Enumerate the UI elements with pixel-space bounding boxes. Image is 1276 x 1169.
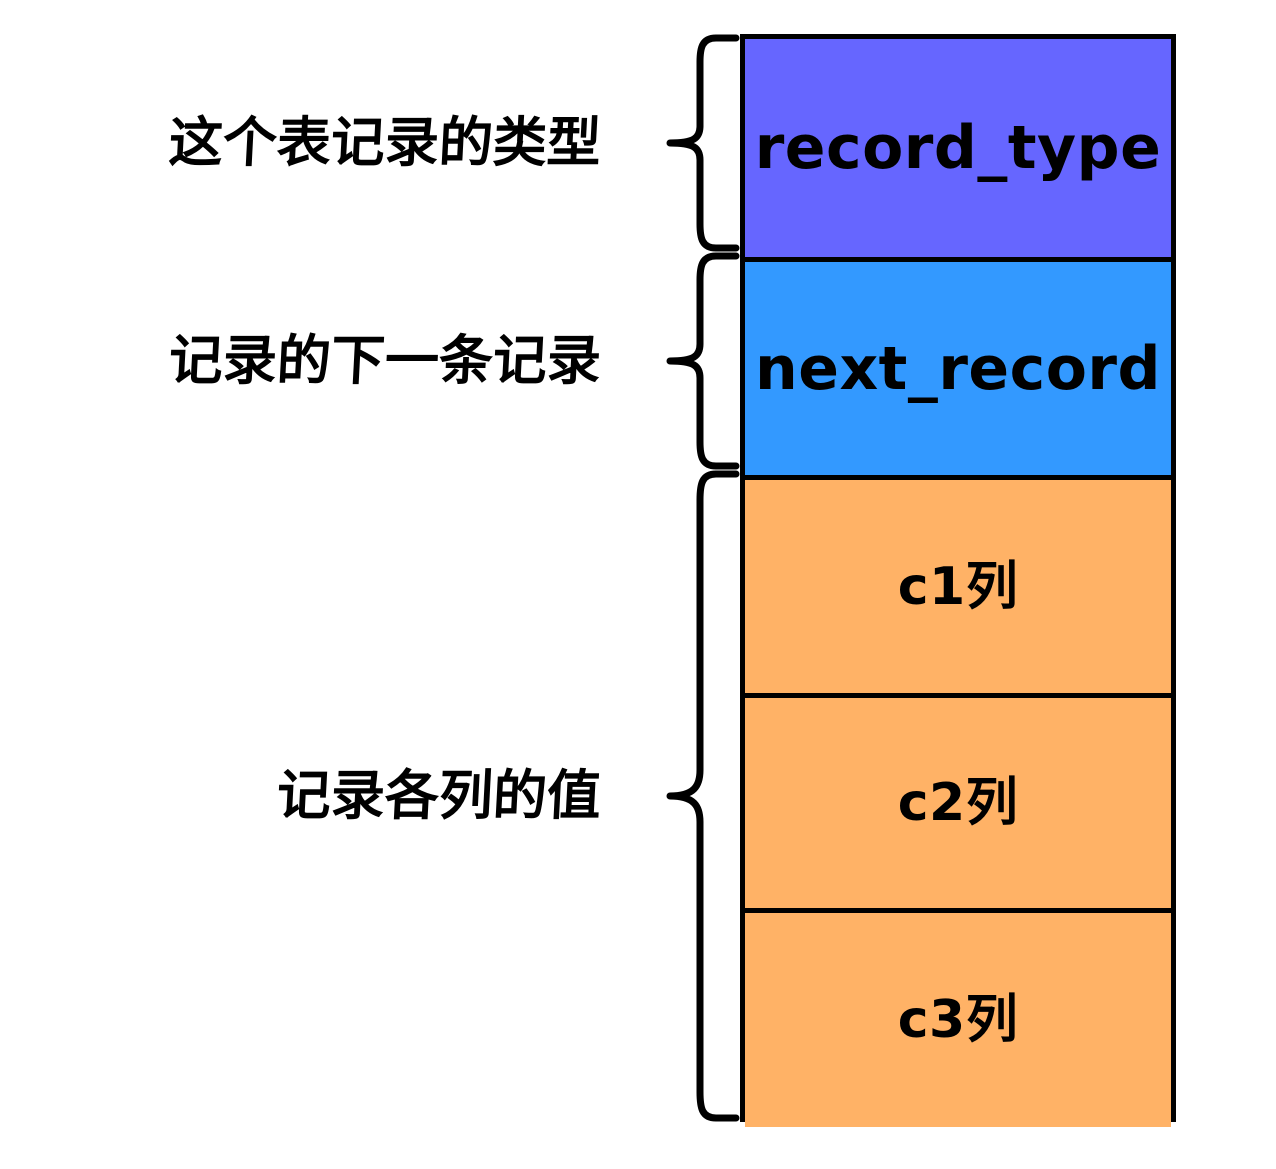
record-field-record-type: record_type — [745, 39, 1171, 257]
column-values-brace — [664, 470, 740, 1122]
next-record-field-label: next_record — [755, 333, 1161, 404]
c3-field-label: c3列 — [897, 990, 1019, 1050]
record-stack: record_type next_record c1列 c2列 c3列 — [740, 34, 1176, 1127]
record-type-annotation-text: 这个表记录的类型 — [167, 111, 603, 174]
next-record-annotation-text: 记录的下一条记录 — [167, 329, 603, 392]
next-record-annotation: 记录的下一条记录 — [167, 329, 602, 392]
record-type-brace — [664, 34, 740, 252]
record-type-field-label: record_type — [754, 113, 1162, 183]
c1-field-label: c1列 — [897, 556, 1019, 617]
record-field-c3: c3列 — [745, 908, 1171, 1127]
column-values-annotation: 记录各列的值 — [275, 764, 602, 827]
record-field-next-record: next_record — [745, 257, 1171, 475]
record-field-c2: c2列 — [745, 693, 1171, 908]
column-values-annotation-text: 记录各列的值 — [275, 764, 603, 827]
c2-field-label: c2列 — [897, 773, 1019, 833]
record-type-annotation: 这个表记录的类型 — [167, 111, 602, 174]
record-field-c1: c1列 — [745, 475, 1171, 693]
next-record-brace — [664, 252, 740, 470]
